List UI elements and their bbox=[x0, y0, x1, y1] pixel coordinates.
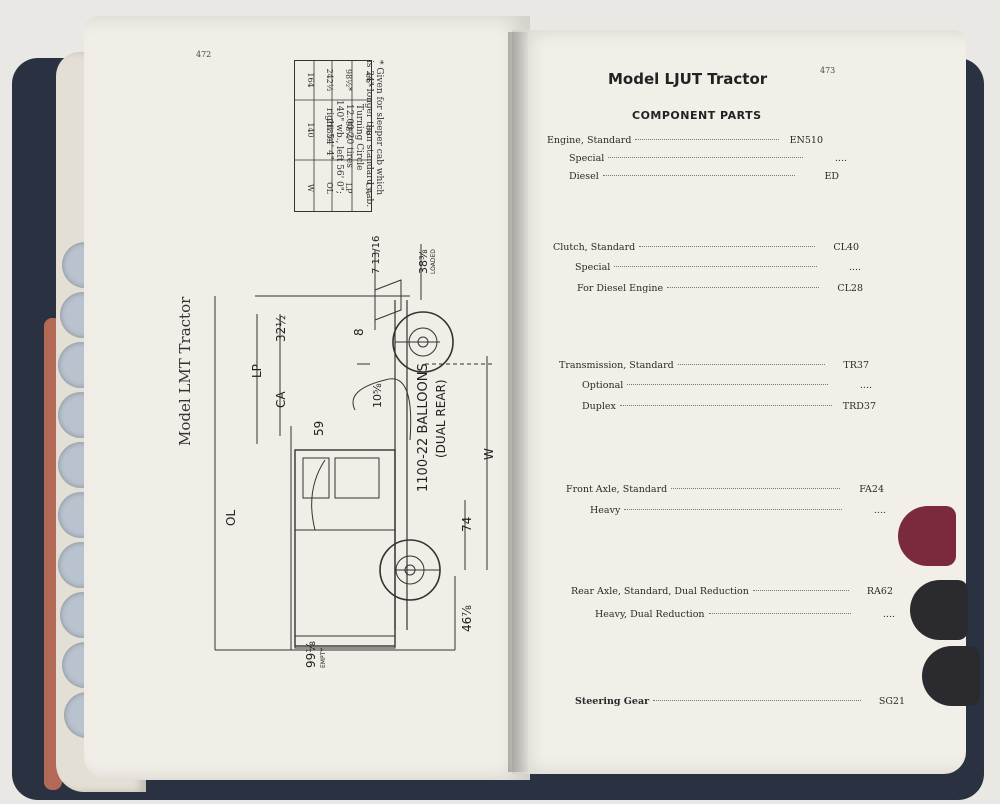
part-label: Transmission, Standard bbox=[559, 360, 674, 371]
spec-cell-lp-key: LP bbox=[344, 183, 353, 194]
part-label: Engine, Standard bbox=[547, 135, 632, 146]
part-label: Special bbox=[575, 262, 611, 273]
part-label: Clutch, Standard bbox=[553, 242, 636, 253]
right-page bbox=[512, 30, 966, 774]
spec-cell-w-key: W bbox=[306, 184, 315, 193]
dim-ca: CA bbox=[274, 391, 288, 408]
right-page-number: 473 bbox=[820, 66, 836, 75]
dim-32: 32½ bbox=[274, 315, 288, 342]
tire-size-label: 1100-22 BALLOONS bbox=[416, 363, 431, 492]
part-code: CL40 bbox=[833, 242, 859, 253]
part-label: Heavy bbox=[590, 505, 621, 516]
diagram-title: Model LMT Tractor bbox=[176, 296, 194, 446]
left-page-number: 472 bbox=[196, 50, 212, 59]
part-code: .... bbox=[859, 380, 872, 391]
spec-cell-w-v2: 164 bbox=[306, 72, 315, 87]
part-row-rear-axle-heavy: Heavy, Dual Reduction.... bbox=[595, 609, 895, 623]
note-line-3: Turning Circle bbox=[354, 104, 364, 171]
dim-w: W bbox=[482, 448, 495, 460]
part-label: Optional bbox=[582, 380, 624, 391]
part-code: ED bbox=[824, 171, 839, 182]
spec-cell-ca-v1: 66 bbox=[364, 125, 372, 135]
part-row-front-axle: Front Axle, Standard FA24 bbox=[566, 484, 884, 498]
part-label: Special bbox=[569, 153, 605, 164]
spec-cell-ol-v2: 242½ bbox=[325, 68, 334, 91]
part-label: Steering Gear bbox=[575, 696, 650, 707]
thumb-index-tab-dark bbox=[910, 580, 968, 640]
part-label: Front Axle, Standard bbox=[566, 484, 668, 495]
part-label: Duplex bbox=[582, 401, 616, 412]
thumb-index-tab-red bbox=[898, 506, 956, 566]
part-code: .... bbox=[873, 505, 886, 516]
part-label: Heavy, Dual Reduction bbox=[595, 609, 705, 620]
part-code: .... bbox=[848, 262, 861, 273]
part-code: .... bbox=[834, 153, 847, 164]
part-row-front-axle-heavy: Heavy.... bbox=[590, 505, 886, 519]
part-code: RA62 bbox=[866, 586, 893, 597]
part-row-rear-axle: Rear Axle, Standard, Dual Reduction RA62 bbox=[571, 586, 893, 600]
section-subtitle: COMPONENT PARTS bbox=[632, 109, 762, 122]
part-row-engine: Engine, Standard EN510 bbox=[547, 135, 823, 149]
part-code: TR37 bbox=[843, 360, 869, 371]
dim-74: 74 bbox=[460, 517, 474, 532]
spec-cell-ca-key: CA bbox=[364, 182, 372, 194]
dim-46: 46⅞ bbox=[460, 605, 474, 632]
part-row-clutch-special: Special.... bbox=[575, 262, 861, 276]
note-line-5: 140" wb., left 56' 0"; bbox=[334, 100, 344, 194]
part-code: TRD37 bbox=[842, 401, 876, 412]
part-code: SG21 bbox=[878, 696, 905, 707]
dim-8: 8 bbox=[352, 328, 366, 336]
spec-cell-ol-key: OL bbox=[325, 182, 334, 195]
part-row-engine-diesel: Diesel ED bbox=[569, 171, 839, 185]
dim-lp: LP bbox=[250, 364, 264, 378]
note-line-1: * Given for sleeper cab which bbox=[374, 60, 384, 196]
dim-empty-value: 99⅛ bbox=[304, 641, 318, 668]
dim-10: 10⅝ bbox=[371, 383, 384, 408]
part-label: Rear Axle, Standard, Dual Reduction bbox=[571, 586, 749, 597]
part-row-clutch-diesel: For Diesel Engine CL28 bbox=[577, 283, 863, 297]
thumb-index-tab-dark bbox=[922, 646, 980, 706]
spec-cell-lp-v2: 98½* bbox=[344, 69, 353, 91]
dim-ol: OL bbox=[224, 510, 238, 526]
page-title: Model LJUT Tractor bbox=[608, 70, 768, 88]
part-code: .... bbox=[882, 609, 895, 620]
part-label: Diesel bbox=[569, 171, 599, 182]
dim-top-value: 7 13/16 bbox=[371, 236, 382, 274]
left-page bbox=[84, 16, 530, 780]
spec-cell-ol-v1: 218½ bbox=[325, 118, 334, 141]
dim-59: 59 bbox=[312, 421, 326, 436]
note-line-4: 12.00-20 tires bbox=[344, 104, 354, 168]
part-code: CL28 bbox=[837, 283, 863, 294]
dual-rear-label: (DUAL REAR) bbox=[434, 379, 448, 458]
dim-empty-caption: EMPTY bbox=[320, 648, 327, 668]
book-gutter bbox=[508, 32, 528, 772]
part-row-transmission-optional: Optional.... bbox=[582, 380, 872, 394]
note-line-6: right 54' 4" bbox=[324, 108, 334, 160]
dim-loaded-caption: LOADED bbox=[430, 249, 437, 274]
truck-dimension-diagram: 38⅜ LOADED 7 13/16 32½ 8 LP CA 59 10⅝ 11… bbox=[214, 236, 495, 668]
part-row-engine-special: Special.... bbox=[569, 153, 847, 167]
spec-cell-ca-v2: 66* bbox=[364, 73, 372, 87]
spec-cell-lp-v1: 98½ bbox=[344, 121, 353, 139]
part-row-transmission: Transmission, Standard TR37 bbox=[559, 360, 869, 374]
part-code: FA24 bbox=[859, 484, 884, 495]
part-row-steering-gear: Steering Gear SG21 bbox=[575, 696, 905, 710]
part-row-clutch: Clutch, Standard CL40 bbox=[553, 242, 859, 256]
spec-cell-w-v1: 140 bbox=[306, 122, 315, 137]
part-label: For Diesel Engine bbox=[577, 283, 664, 294]
dim-loaded-value: 38⅜ bbox=[417, 249, 430, 274]
part-code: EN510 bbox=[789, 135, 823, 146]
note-line-2: is 24" longer than standard cab. bbox=[364, 60, 374, 208]
part-row-transmission-duplex: Duplex TRD37 bbox=[582, 401, 876, 415]
